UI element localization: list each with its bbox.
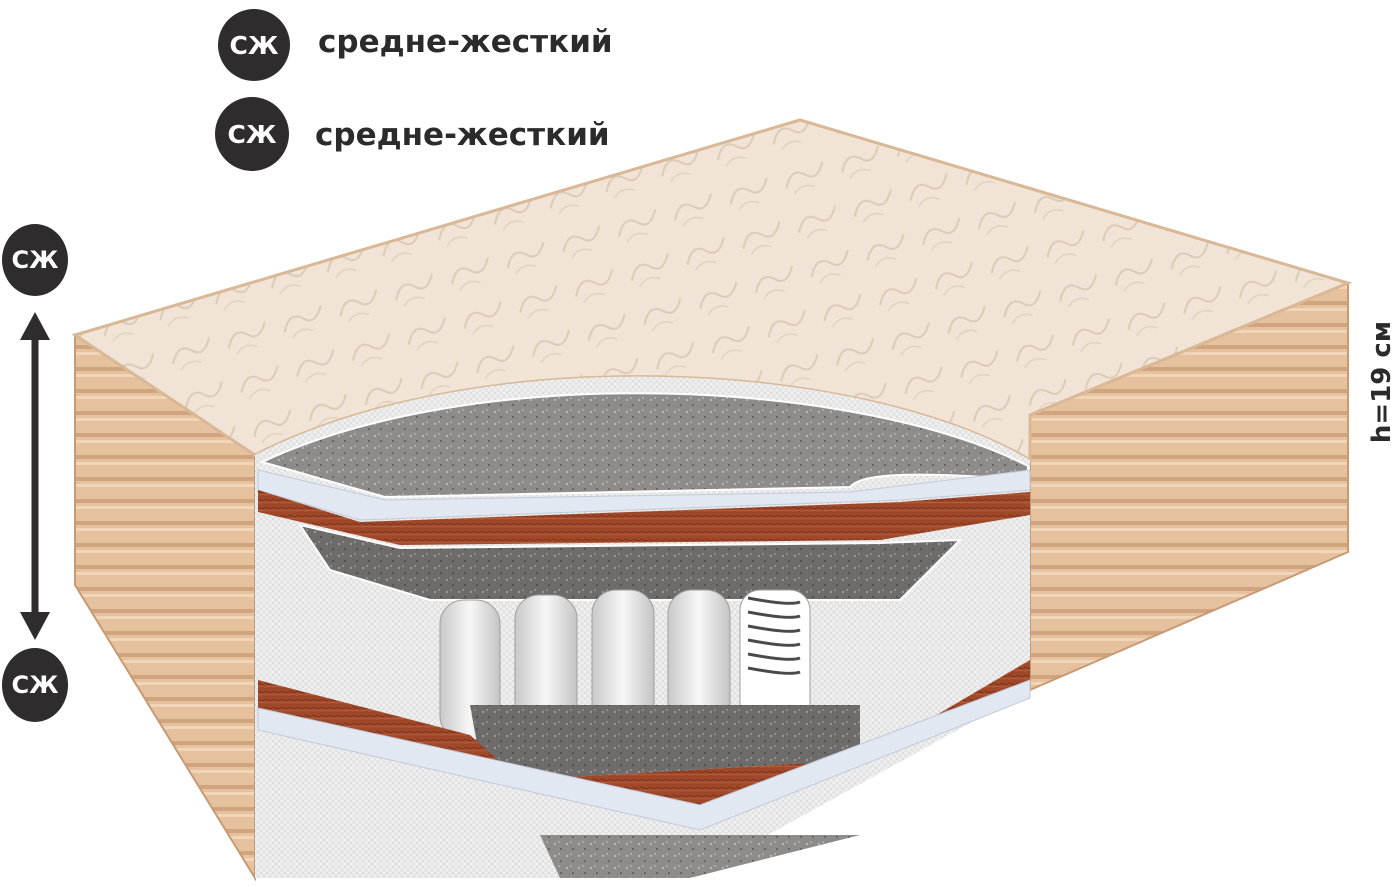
- height-arrow-down-icon: [20, 612, 50, 640]
- layer-coconut-top: [258, 490, 1030, 545]
- layer-middle-felt: [297, 523, 963, 601]
- side-badge-bottom: СЖ: [2, 648, 68, 722]
- layer-memory-foam-top: [257, 469, 1031, 521]
- spring-coil: [747, 596, 801, 675]
- legend-label-1: средне-жесткий: [318, 24, 613, 60]
- layer-top-felt: [259, 392, 1029, 499]
- layer-bottom-felt: [540, 835, 860, 878]
- height-label: h=19 см: [1367, 320, 1397, 444]
- legend-badge-1: СЖ: [218, 9, 290, 81]
- layer-lower-felt: [470, 705, 860, 780]
- side-badge-top: СЖ: [2, 224, 68, 296]
- height-arrow-up-icon: [20, 312, 50, 340]
- layer-coconut-bottom: [258, 660, 1030, 820]
- layer-memory-foam-bottom: [257, 679, 1031, 831]
- legend-badge-2: СЖ: [215, 97, 289, 171]
- legend-label-2: средне-жесткий: [315, 117, 610, 153]
- mattress-top-cover: [71, 118, 1353, 463]
